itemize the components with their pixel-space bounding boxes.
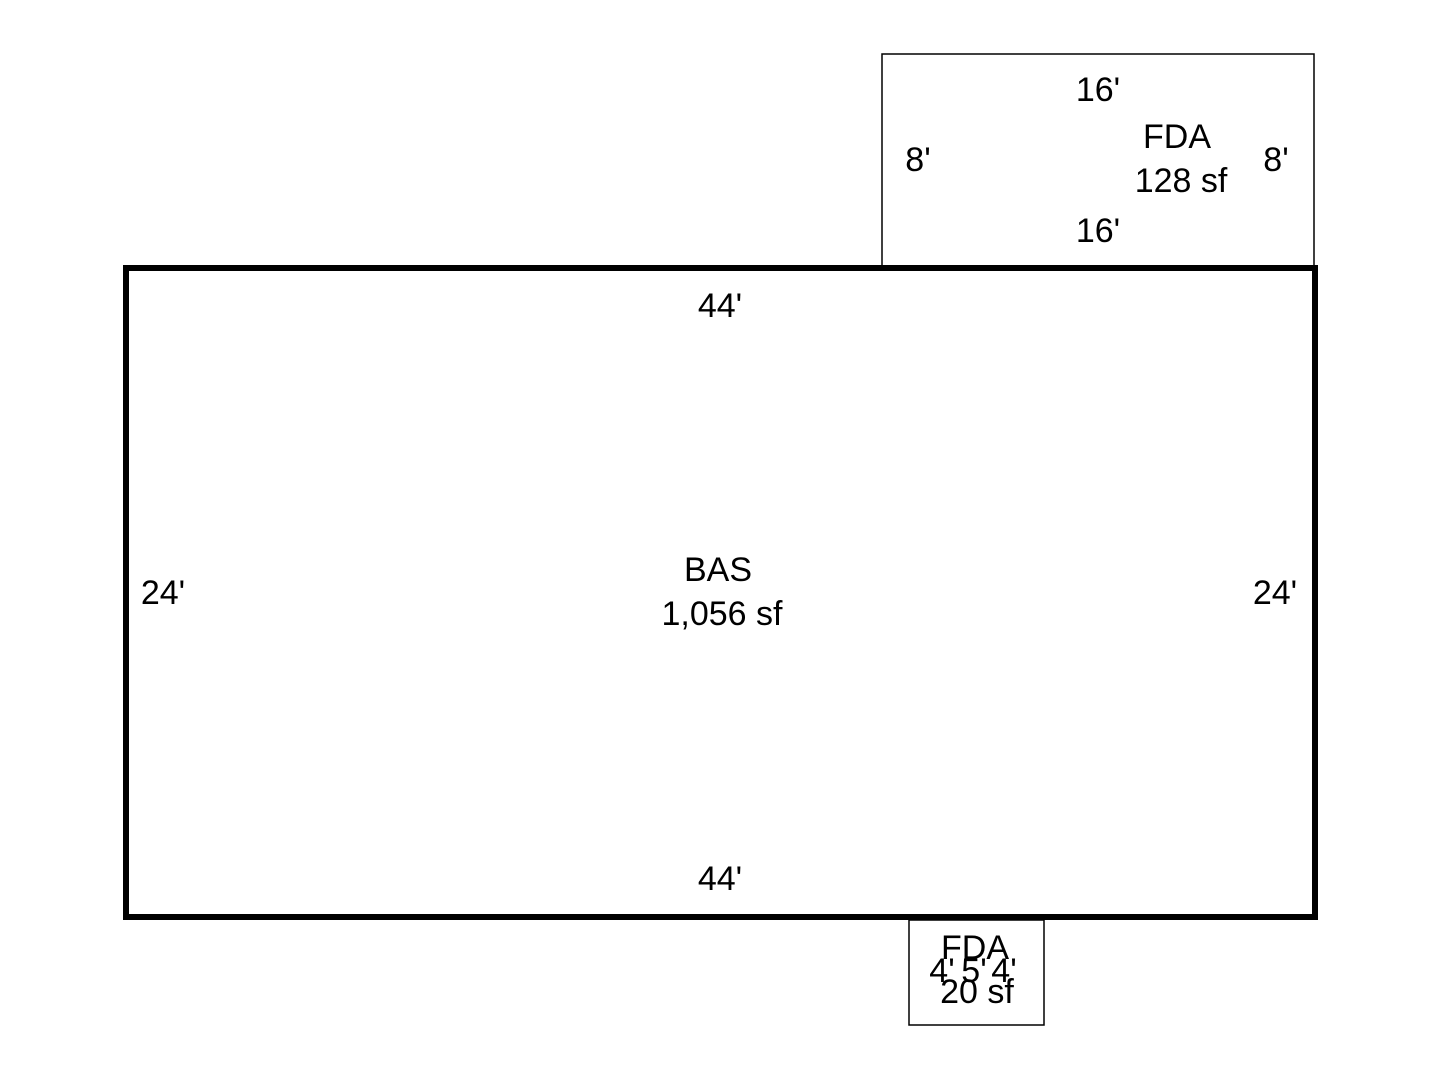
area-code-fda-lower: FDA: [941, 929, 1009, 967]
area-outline-bas: [123, 265, 1318, 920]
area-code-fda-upper: FDA: [1143, 118, 1211, 156]
dim-b-fda-lower: 5': [961, 952, 986, 990]
dim-a-fda-lower: 4': [929, 952, 954, 990]
area-fda-upper: 16' 16' 8' 8' FDA 128 sf: [881, 53, 1315, 269]
area-size-bas: 1,056 sf: [662, 595, 784, 633]
dim-right-bas: 24': [1253, 574, 1297, 612]
dim-right-fda-upper: 8': [1263, 141, 1288, 179]
area-size-fda-lower: 20 sf: [940, 973, 1014, 1011]
dim-left-bas: 24': [141, 574, 185, 612]
area-bas: 44' 44' 24' 24' BAS 1,056 sf: [123, 265, 1318, 920]
dim-c-fda-lower: 4': [991, 952, 1016, 990]
area-outline-fda-lower: [908, 919, 1045, 1026]
dim-left-fda-upper: 8': [905, 141, 930, 179]
dim-bottom-bas: 44': [698, 860, 742, 898]
dim-top-fda-upper: 16': [1076, 71, 1120, 109]
area-fda-lower: FDA 4' 5' 4' 20 sf: [908, 919, 1045, 1026]
area-size-fda-upper: 128 sf: [1135, 162, 1228, 200]
dim-top-bas: 44': [698, 287, 742, 325]
dim-bottom-fda-upper: 16': [1076, 212, 1120, 250]
area-code-bas: BAS: [684, 551, 752, 589]
